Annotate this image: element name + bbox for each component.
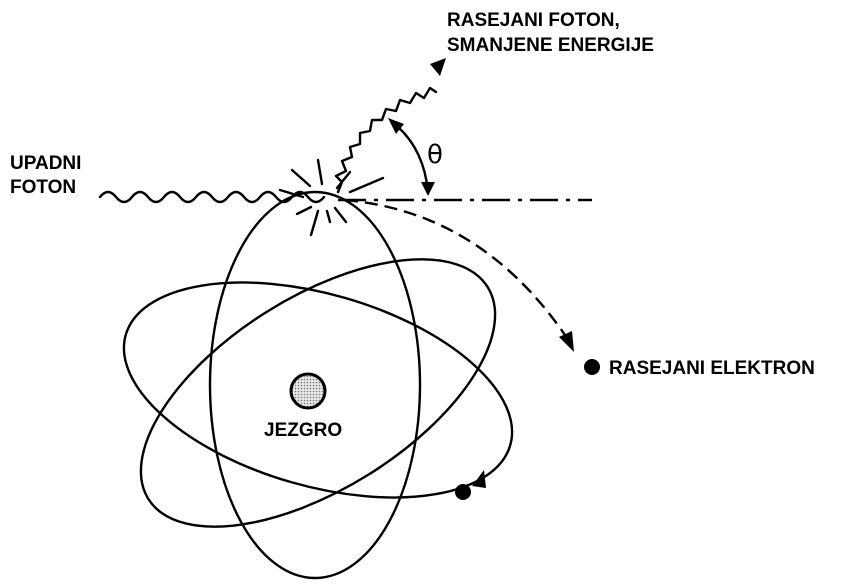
incident-photon-label-line2: FOTON bbox=[10, 177, 76, 198]
nucleus-icon bbox=[289, 372, 327, 410]
incident-photon-label-line1: UPADNI bbox=[10, 153, 81, 174]
electron-trajectory-arrowhead bbox=[559, 331, 574, 352]
scattered-electron-label: RASEJANI ELEKTRON bbox=[609, 358, 815, 379]
nucleus-label: JEZGRO bbox=[264, 420, 342, 441]
incident-photon-wave bbox=[98, 190, 326, 204]
angle-arrowhead-bottom bbox=[421, 182, 435, 196]
angle-arrowhead-top bbox=[388, 118, 404, 134]
orbit-vertical bbox=[208, 190, 422, 580]
atom-orbits bbox=[122, 190, 514, 580]
orbit-tilted-left bbox=[122, 281, 514, 499]
electron-trajectory bbox=[344, 198, 566, 336]
angle-label: θ bbox=[427, 140, 443, 170]
orbit-tilted-right bbox=[139, 258, 497, 528]
scattered-photon-label-line2: SMANJENE ENERGIJE bbox=[447, 35, 654, 56]
scattered-electron-icon bbox=[584, 359, 600, 375]
scattered-photon-arrowhead bbox=[430, 58, 446, 76]
scattered-photon-label-line1: RASEJANI FOTON, bbox=[447, 10, 620, 31]
orbital-electron-arrowhead bbox=[472, 470, 486, 488]
collision-burst-icon bbox=[278, 158, 385, 237]
orbital-electron-icon bbox=[455, 484, 471, 500]
scattered-photon-wave bbox=[334, 86, 438, 194]
